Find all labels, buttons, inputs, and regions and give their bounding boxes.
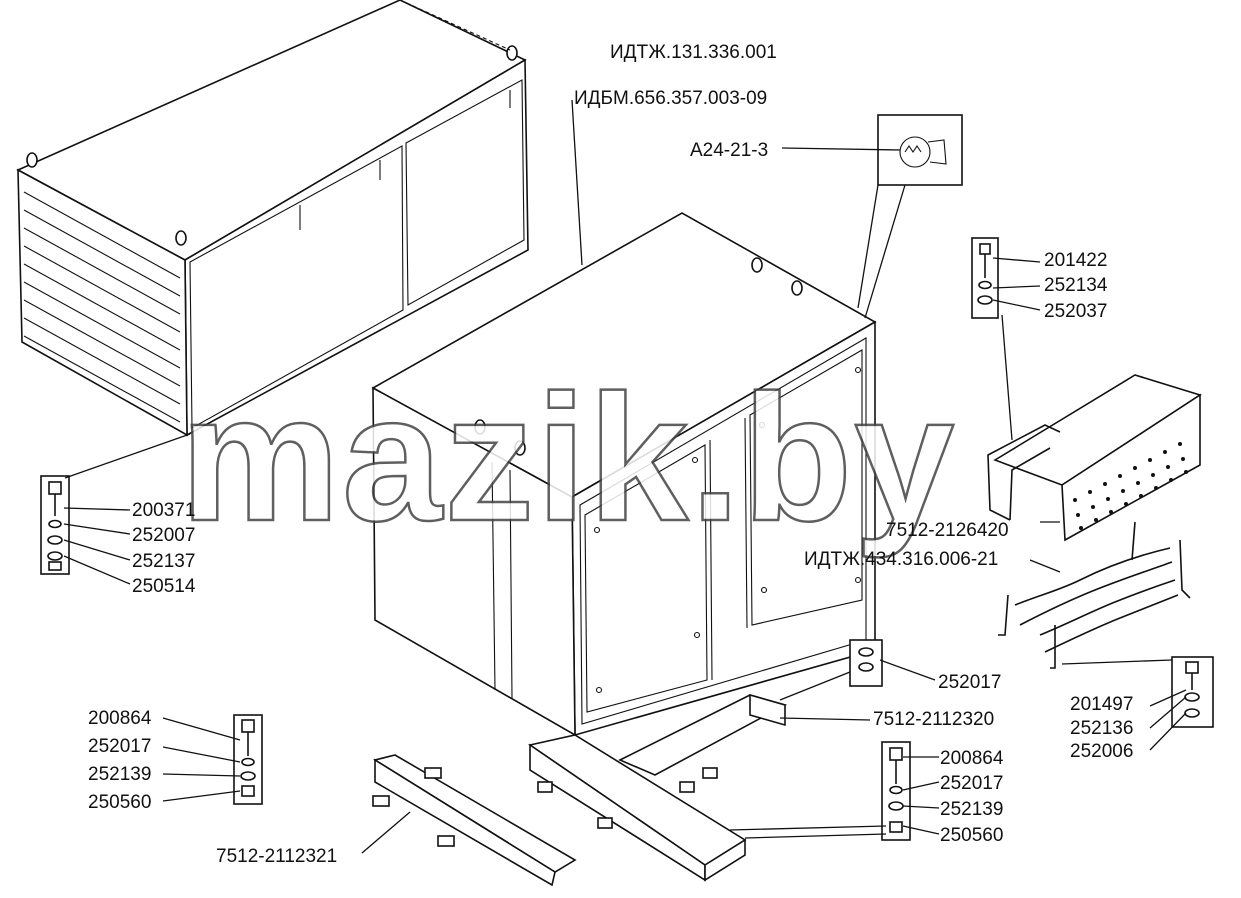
label-bottom-left-fastener-2: 252017 [88,736,151,757]
watermark: mazik.by [180,358,956,559]
label-bracket-right-code: 7512-2112320 [873,709,994,730]
label-bottom-right-fastener-4: 250560 [940,825,1003,846]
label-mid-washer: 252017 [938,672,1001,693]
label-bottom-right-fastener-3: 252139 [940,799,1003,820]
leader-lines [63,99,1187,854]
label-bottom-left-fastener-1: 200864 [88,708,152,729]
label-resistor-fastener-1: 201497 [1070,694,1133,715]
resistor-illustration [998,521,1191,669]
washer-inset-mid [849,639,883,687]
label-bottom-right-fastener-1: 200864 [940,748,1004,769]
label-resistor-fastener-3: 252006 [1070,741,1133,762]
label-lamp-code: А24-21-3 [690,140,768,161]
fastener-inset-resistor [1171,656,1214,728]
label-left-fastener-3: 252137 [132,551,195,572]
label-resistor-fastener-2: 252136 [1070,718,1133,739]
label-bottom-left-fastener-3: 252139 [88,764,151,785]
part-labels: ИДТЖ.131.336.001 ИДБМ.656.357.003-09 А24… [88,42,1133,867]
label-assembly-code: ИДТЖ.131.336.001 [610,42,777,63]
left-housing-illustration [16,0,529,437]
fastener-inset-left [40,475,70,575]
label-left-fastener-4: 250514 [132,576,196,597]
center-housing-illustration [371,212,877,737]
label-top-right-fastener-2: 252134 [1044,275,1108,296]
label-housing-code: ИДБМ.656.357.003-09 [574,88,767,109]
label-bracket-left-code: 7512-2112321 [216,846,337,867]
cover-illustration [987,374,1202,542]
bracket-right-illustration [528,693,788,882]
label-left-fastener-2: 252007 [132,525,195,546]
label-top-right-fastener-1: 201422 [1044,250,1107,271]
bracket-left-illustration [372,754,577,887]
label-resistor-code: ИДТЖ.434.316.006-21 [804,549,998,570]
label-cover-code: 7512-2126420 [886,520,1009,541]
label-bottom-right-fastener-2: 252017 [940,773,1003,794]
fastener-inset-bottom-right [881,741,911,841]
label-bottom-left-fastener-4: 250560 [88,792,151,813]
label-left-fastener-1: 200371 [132,500,195,521]
fastener-inset-bottom-left [233,714,263,805]
label-top-right-fastener-3: 252037 [1044,301,1107,322]
fastener-inset-top-right [971,237,999,319]
